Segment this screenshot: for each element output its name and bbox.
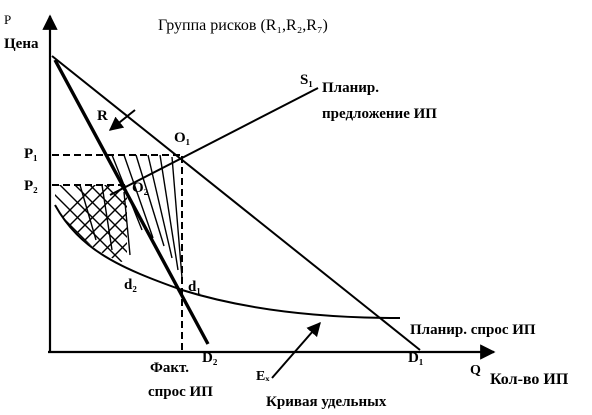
d2-symbol: D₂	[202, 350, 218, 366]
price-level-p1: P₁	[24, 146, 38, 162]
ex-arrow	[271, 321, 321, 379]
label-r: R	[97, 108, 108, 124]
supply-curve-s1	[109, 87, 319, 196]
price-level-p2: P₂	[24, 178, 38, 194]
actual-demand-line1: Факт.	[150, 360, 189, 376]
r-arrow	[108, 109, 136, 131]
ex-curve	[54, 204, 401, 319]
ex-label: Кривая удельных	[266, 394, 387, 410]
supply-label-line1: Планир.	[322, 80, 379, 96]
point-o2: O₂	[132, 180, 149, 196]
hatched-region-right	[79, 154, 183, 279]
y-axis-symbol: P	[4, 12, 11, 27]
x-axis-symbol: Q	[470, 363, 481, 378]
supply-label-line2: предложение ИП	[322, 106, 437, 122]
demand-curve-d2	[53, 59, 210, 345]
planned-demand-label: Планир. спрос ИП	[410, 322, 536, 338]
supply-symbol: S₁	[300, 72, 313, 88]
point-d1: d₁	[188, 279, 201, 295]
x-axis-label: Кол-во ИП	[490, 371, 569, 388]
ex-symbol: Eₓ	[256, 369, 270, 384]
point-d2: d₂	[124, 277, 137, 293]
actual-demand-line2: спрос ИП	[148, 384, 213, 400]
diagram-title: Группа рисков (R₁,R₂,R₇)	[158, 17, 328, 34]
demand-curve-d1	[51, 55, 421, 351]
y-axis-label: Цена	[4, 36, 39, 52]
point-o1: O₁	[174, 130, 190, 146]
d1-symbol: D₁	[408, 350, 423, 366]
